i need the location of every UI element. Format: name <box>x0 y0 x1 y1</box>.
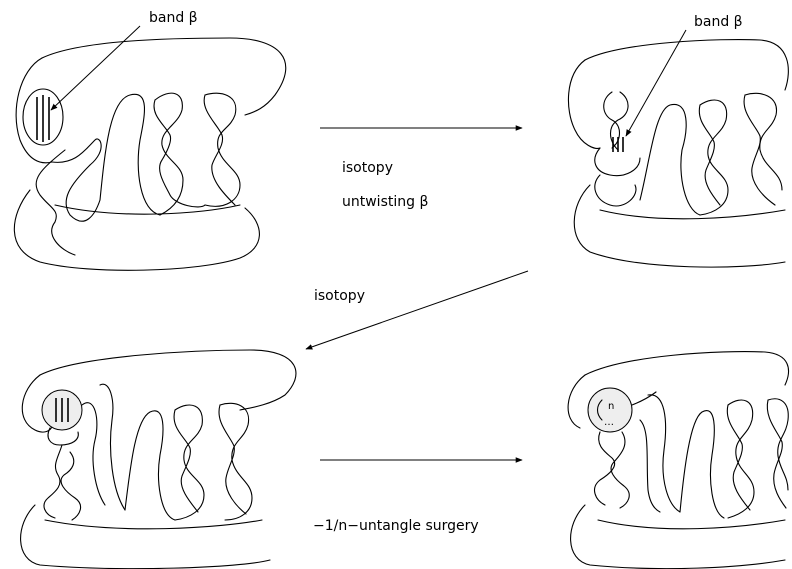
band-leader-top-left <box>51 26 140 110</box>
knot-panel-bottom-right: n … <box>568 352 788 569</box>
label-surgery: −1/n−untangle surgery <box>313 518 479 534</box>
band-label-top-right: band β <box>694 14 743 30</box>
knot-panel-top-right <box>568 40 788 268</box>
disk-n-label: n <box>608 401 614 412</box>
knot-panel-top-left <box>14 38 285 270</box>
label-untwisting: untwisting β <box>342 194 428 210</box>
knot-panel-bottom-left <box>21 350 296 569</box>
label-isotopy-1: isotopy <box>342 160 393 176</box>
band-leader-top-right <box>626 30 686 136</box>
label-isotopy-2: isotopy <box>314 288 365 304</box>
band-label-top-left: band β <box>149 10 198 26</box>
arrow-isotopy-diagonal <box>306 271 528 349</box>
disk-dots: … <box>604 417 614 428</box>
